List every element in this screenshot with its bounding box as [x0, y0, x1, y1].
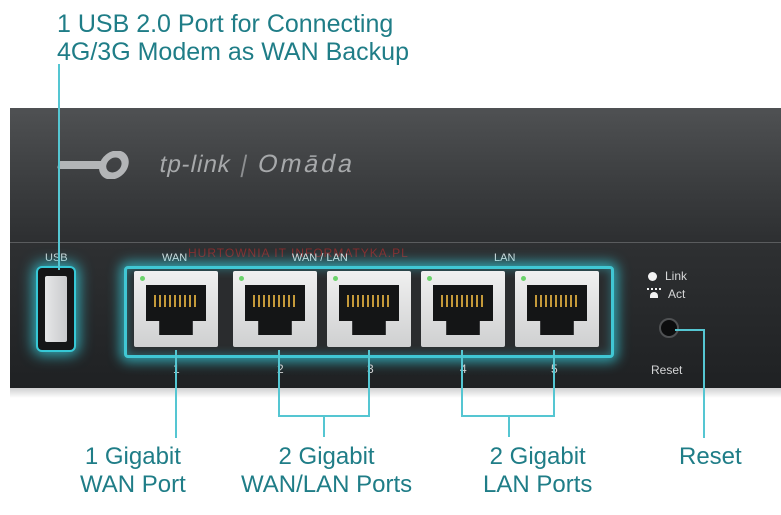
- rj45-jack-icon: [245, 285, 305, 335]
- ethernet-port-4: [421, 271, 505, 347]
- led-link-label: Link: [665, 269, 688, 283]
- jack-pins: [535, 295, 579, 307]
- rj45-jack-icon: [527, 285, 587, 335]
- jack-pins: [347, 295, 391, 307]
- wan-callout-line1: 1 Gigabit: [84, 443, 181, 470]
- product-name: Omāda: [255, 150, 359, 178]
- rj45-jack-icon: [146, 285, 206, 335]
- wan-callout-line2: WAN Port: [80, 471, 186, 498]
- lan-bracket-stem: [508, 415, 510, 437]
- lan-group-label: LAN: [494, 252, 516, 264]
- jack-pins: [154, 295, 198, 307]
- jack-pins: [253, 295, 297, 307]
- wan-callout: 1 Gigabit WAN Port: [80, 443, 186, 499]
- reset-callout-line-horizontal: [675, 329, 705, 331]
- ethernet-port-5: [515, 271, 599, 347]
- reset-callout-text: Reset: [679, 443, 742, 470]
- ethernet-port-2: [233, 271, 317, 347]
- brand-logo: tp-link | Omāda: [55, 150, 358, 179]
- brand-name: tp-link: [157, 150, 235, 178]
- port-led: [427, 276, 432, 281]
- wan-group-label: WAN: [162, 252, 188, 264]
- led-link-row: Link: [648, 267, 687, 285]
- brand-separator: |: [238, 150, 252, 178]
- router-top-panel: [10, 108, 781, 246]
- led-act-row: Act: [647, 285, 687, 303]
- watermark: HURTOWNIA IT INFORMATYKA.PL: [188, 246, 409, 260]
- usb-port-icon: [38, 268, 74, 350]
- port-led: [521, 276, 526, 281]
- port-led: [333, 276, 338, 281]
- wanlan-bracket-stem: [323, 415, 325, 437]
- reset-pinhole: [659, 318, 679, 338]
- tp-link-logo-icon: [57, 150, 129, 179]
- ethernet-port-3: [327, 271, 411, 347]
- wanlan-group-label: WAN / LAN: [292, 252, 348, 264]
- wanlan-callout: 2 Gigabit WAN/LAN Ports: [241, 443, 412, 499]
- port-number-3: 3: [367, 362, 374, 376]
- wanlan-bracket-left: [278, 350, 280, 416]
- reset-callout: Reset: [679, 443, 742, 471]
- jack-pins: [441, 295, 485, 307]
- usb-label: USB: [45, 252, 68, 264]
- router-base: [10, 388, 781, 398]
- wanlan-callout-line2: WAN/LAN Ports: [241, 471, 413, 498]
- lan-callout-line1: 2 Gigabit: [489, 443, 586, 470]
- usb-callout-line: [58, 64, 60, 270]
- lan-callout: 2 Gigabit LAN Ports: [483, 443, 592, 499]
- reset-callout-line-vertical: [703, 330, 705, 438]
- port-number-2: 2: [277, 362, 284, 376]
- port-number-4: 4: [460, 362, 467, 376]
- port-led: [140, 276, 145, 281]
- led-act-label: Act: [668, 287, 686, 301]
- usb-callout-line1: 1 USB 2.0 Port for Connecting: [57, 10, 394, 38]
- reset-label: Reset: [651, 363, 683, 377]
- rj45-jack-icon: [339, 285, 399, 335]
- led-activity-icon: [647, 288, 661, 300]
- port-led: [239, 276, 244, 281]
- wan-callout-line: [175, 350, 177, 438]
- lan-bracket-right: [553, 350, 555, 416]
- wanlan-callout-line1: 2 Gigabit: [278, 443, 375, 470]
- lan-bracket-left: [461, 350, 463, 416]
- led-dot-icon: [648, 271, 657, 281]
- usb-callout: 1 USB 2.0 Port for Connecting 4G/3G Mode…: [57, 10, 409, 66]
- wanlan-bracket-right: [368, 350, 370, 416]
- rj45-jack-icon: [433, 285, 493, 335]
- usb-callout-line2: 4G/3G Modem as WAN Backup: [57, 38, 409, 66]
- lan-callout-line2: LAN Ports: [483, 471, 593, 498]
- led-legend: Link Act: [647, 267, 687, 303]
- ethernet-port-1: [134, 271, 218, 347]
- usb-tongue: [45, 276, 67, 342]
